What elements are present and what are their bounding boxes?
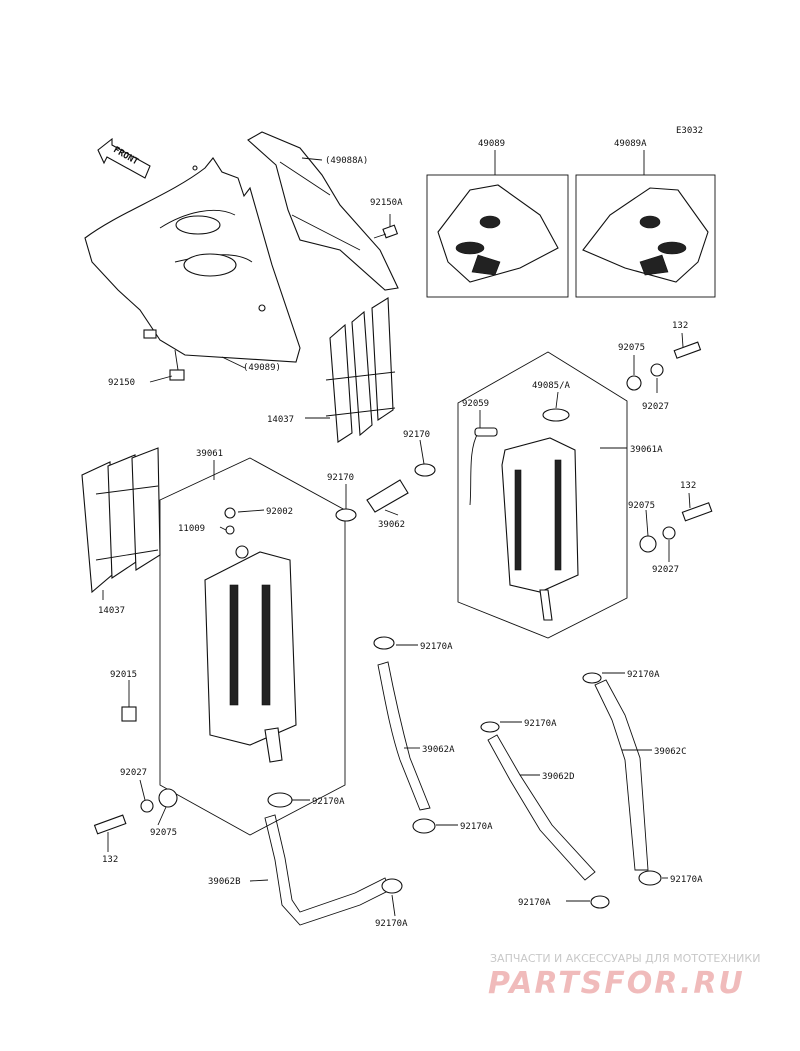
hose-39062d — [487, 734, 596, 881]
hose-39062 — [366, 479, 409, 513]
label-39062b: 39062B — [208, 877, 241, 887]
shroud-box-49089 — [426, 174, 569, 298]
collar-92027-upper — [650, 363, 664, 377]
label-14037-upper: 14037 — [267, 415, 294, 425]
collar-92027-mid — [662, 526, 676, 540]
clamp-92170a-1 — [373, 636, 395, 650]
figure-code: E3032 — [676, 126, 703, 136]
label-49085a: 49085/A — [532, 381, 571, 391]
radiator-right-group — [457, 351, 628, 639]
label-92150: 92150 — [108, 378, 135, 388]
leader-lines — [102, 150, 691, 917]
collar-92027-lower — [140, 799, 154, 813]
label-39062a: 39062A — [422, 745, 455, 755]
label-92027-upper: 92027 — [642, 402, 669, 412]
label-92170a-1: 92170A — [420, 642, 453, 652]
bolt-132-upper — [673, 341, 702, 359]
label-92170-right: 92170 — [403, 430, 430, 440]
label-39061a: 39061A — [630, 445, 663, 455]
label-49088a: (49088A) — [325, 156, 368, 166]
label-92027-mid: 92027 — [652, 565, 679, 575]
shroud-box-49089a — [575, 174, 716, 298]
label-92170-left: 92170 — [327, 473, 354, 483]
label-92170a-8: 92170A — [518, 898, 551, 908]
grommet-92075-lower — [158, 788, 178, 808]
label-92170a-3: 92170A — [524, 719, 557, 729]
bolt-92150 — [169, 349, 185, 381]
label-14037-lower: 14037 — [98, 606, 125, 616]
label-49089-box: 49089 — [478, 139, 505, 149]
clamp-92170a-8 — [590, 895, 610, 909]
label-49089-shroud: (49089) — [243, 363, 281, 373]
label-39062d: 39062D — [542, 772, 575, 782]
grommet-92075-upper — [626, 375, 642, 391]
label-92150a: 92150A — [370, 198, 403, 208]
radiator-louver-upper — [325, 297, 396, 443]
label-92170a-7: 92170A — [375, 919, 408, 929]
radiator-shroud-left — [84, 157, 301, 363]
radiator-left-group — [159, 457, 346, 836]
label-92027-lower: 92027 — [120, 768, 147, 778]
bolt-132-mid — [681, 502, 713, 522]
hose-39062b — [264, 814, 391, 926]
watermark-logo: PARTSFOR.RU — [488, 966, 745, 1001]
bolt-132-lower — [93, 814, 127, 835]
clamp-92170a-6 — [638, 870, 662, 886]
label-92059: 92059 — [462, 399, 489, 409]
hose-39062a — [377, 661, 431, 811]
label-92075-lower: 92075 — [150, 828, 177, 838]
label-92170a-4: 92170A — [312, 797, 345, 807]
nut-92015 — [121, 706, 137, 722]
label-92170a-2: 92170A — [627, 670, 660, 680]
label-132-mid: 132 — [680, 481, 696, 491]
label-132-upper: 132 — [672, 321, 688, 331]
hose-39062c — [594, 679, 649, 871]
label-39061: 39061 — [196, 449, 223, 459]
label-92002: 92002 — [266, 507, 293, 517]
clamp-92170-right — [414, 463, 436, 477]
label-92075-upper: 92075 — [618, 343, 645, 353]
label-92170a-5: 92170A — [460, 822, 493, 832]
radiator-louver-lower — [81, 447, 161, 594]
clamp-92170a-3 — [480, 721, 500, 733]
label-49089a-box: 49089A — [614, 139, 647, 149]
label-92075-mid: 92075 — [628, 501, 655, 511]
grommet-92075-mid — [639, 535, 657, 553]
watermark-tagline: ЗАПЧАСТИ И АКСЕССУАРЫ ДЛЯ МОТОТЕХНИКИ — [490, 952, 760, 965]
clamp-92170a-5 — [412, 818, 436, 834]
label-11009: 11009 — [178, 524, 205, 534]
label-92170a-6: 92170A — [670, 875, 703, 885]
label-39062: 39062 — [378, 520, 405, 530]
label-39062c: 39062C — [654, 747, 687, 757]
clamp-92170a-2 — [582, 672, 602, 684]
label-132-lower: 132 — [102, 855, 118, 865]
inner-shroud — [247, 131, 399, 291]
label-92015: 92015 — [110, 670, 137, 680]
bolt-92150a — [373, 224, 399, 239]
clamp-92170a-7 — [381, 878, 403, 894]
clamp-92170a-4 — [267, 792, 293, 808]
front-arrow-icon: FRONT — [97, 137, 151, 179]
clamp-92170-left — [335, 508, 357, 522]
